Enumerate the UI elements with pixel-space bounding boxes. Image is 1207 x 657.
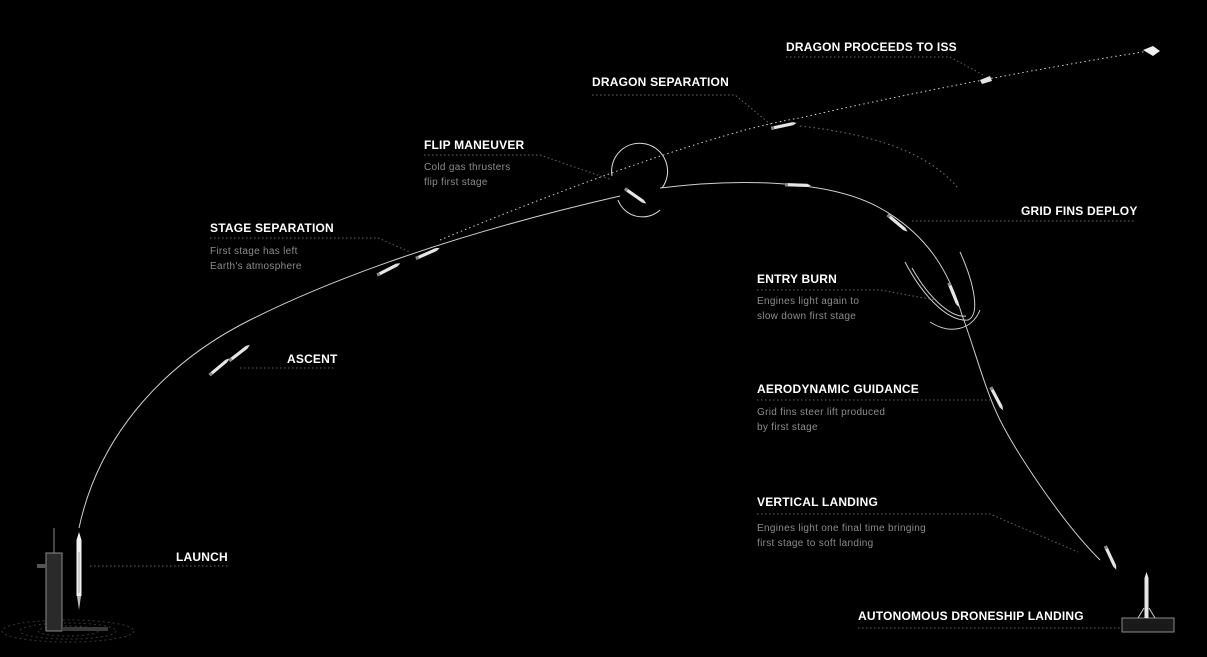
- ascent-trajectory: [78, 195, 621, 529]
- flip-maneuver-indicator: [611, 142, 669, 218]
- desc-stage-separation-line1: First stage has left: [210, 246, 298, 257]
- desc-stage-separation-line2: Earth's atmosphere: [210, 261, 302, 272]
- rocket-on-pad-icon: [76, 532, 82, 610]
- rocket-stage-sep-1-icon: [376, 261, 402, 277]
- desc-flip-maneuver: Cold gas thrusters flip first stage: [424, 160, 511, 190]
- rocket-flip-icon: [624, 187, 648, 205]
- label-flip-maneuver: FLIP MANEUVER: [424, 138, 525, 152]
- desc-flip-maneuver-line1: Cold gas thrusters: [424, 162, 511, 173]
- label-autonomous-droneship-landing: AUTONOMOUS DRONESHIP LANDING: [858, 609, 1084, 623]
- return-trajectory: [659, 182, 1101, 561]
- rocket-coast-icon: [784, 183, 812, 188]
- label-ascent: ASCENT: [287, 352, 338, 366]
- rocket-vertical-landing-icon: [1103, 545, 1118, 571]
- desc-vertical-landing: Engines light one final time bringing fi…: [757, 521, 926, 551]
- leader-lines: [90, 56, 1135, 629]
- label-vertical-landing: VERTICAL LANDING: [757, 495, 878, 509]
- desc-vertical-landing-line2: first stage to soft landing: [757, 538, 874, 549]
- launch-tower: [37, 528, 108, 632]
- second-stage-dotted-path: [799, 125, 959, 189]
- dragon-at-iss-icon: [1143, 46, 1160, 56]
- rocket-aero-guidance-icon: [989, 386, 1005, 411]
- dragon-capsule-icon: [980, 76, 992, 84]
- rocket-ascent-1-icon: [208, 357, 231, 377]
- desc-entry-burn-line1: Engines light again to: [757, 296, 860, 307]
- dragon-sep-icon: [770, 121, 798, 130]
- label-grid-fins-deploy: GRID FINS DEPLOY: [1021, 204, 1138, 218]
- desc-aerodynamic-guidance-line1: Grid fins steer lift produced: [757, 407, 886, 418]
- rocket-grid-fins-icon: [886, 213, 909, 233]
- desc-stage-separation: First stage has left Earth's atmosphere: [210, 244, 302, 274]
- desc-aerodynamic-guidance-line2: by first stage: [757, 422, 818, 433]
- label-aerodynamic-guidance: AERODYNAMIC GUIDANCE: [757, 382, 920, 396]
- rocket-entry-burn-icon: [947, 282, 961, 308]
- label-entry-burn: ENTRY BURN: [757, 272, 838, 286]
- desc-flip-maneuver-line2: flip first stage: [424, 177, 488, 188]
- dragon-trajectory: [439, 49, 1156, 241]
- rocket-ascent-2-icon: [228, 343, 251, 363]
- desc-entry-burn: Engines light again to slow down first s…: [757, 294, 859, 324]
- desc-entry-burn-line2: slow down first stage: [757, 311, 857, 322]
- label-stage-separation: STAGE SEPARATION: [210, 221, 334, 235]
- entry-burn-arcs: [904, 251, 981, 330]
- droneship-icon: [1121, 572, 1175, 633]
- label-dragon-proceeds-to-iss: DRAGON PROCEEDS TO ISS: [786, 40, 957, 54]
- label-dragon-separation: DRAGON SEPARATION: [592, 75, 729, 89]
- desc-vertical-landing-line1: Engines light one final time bringing: [757, 523, 926, 534]
- label-launch: LAUNCH: [176, 550, 228, 564]
- desc-aerodynamic-guidance: Grid fins steer lift produced by first s…: [757, 405, 885, 435]
